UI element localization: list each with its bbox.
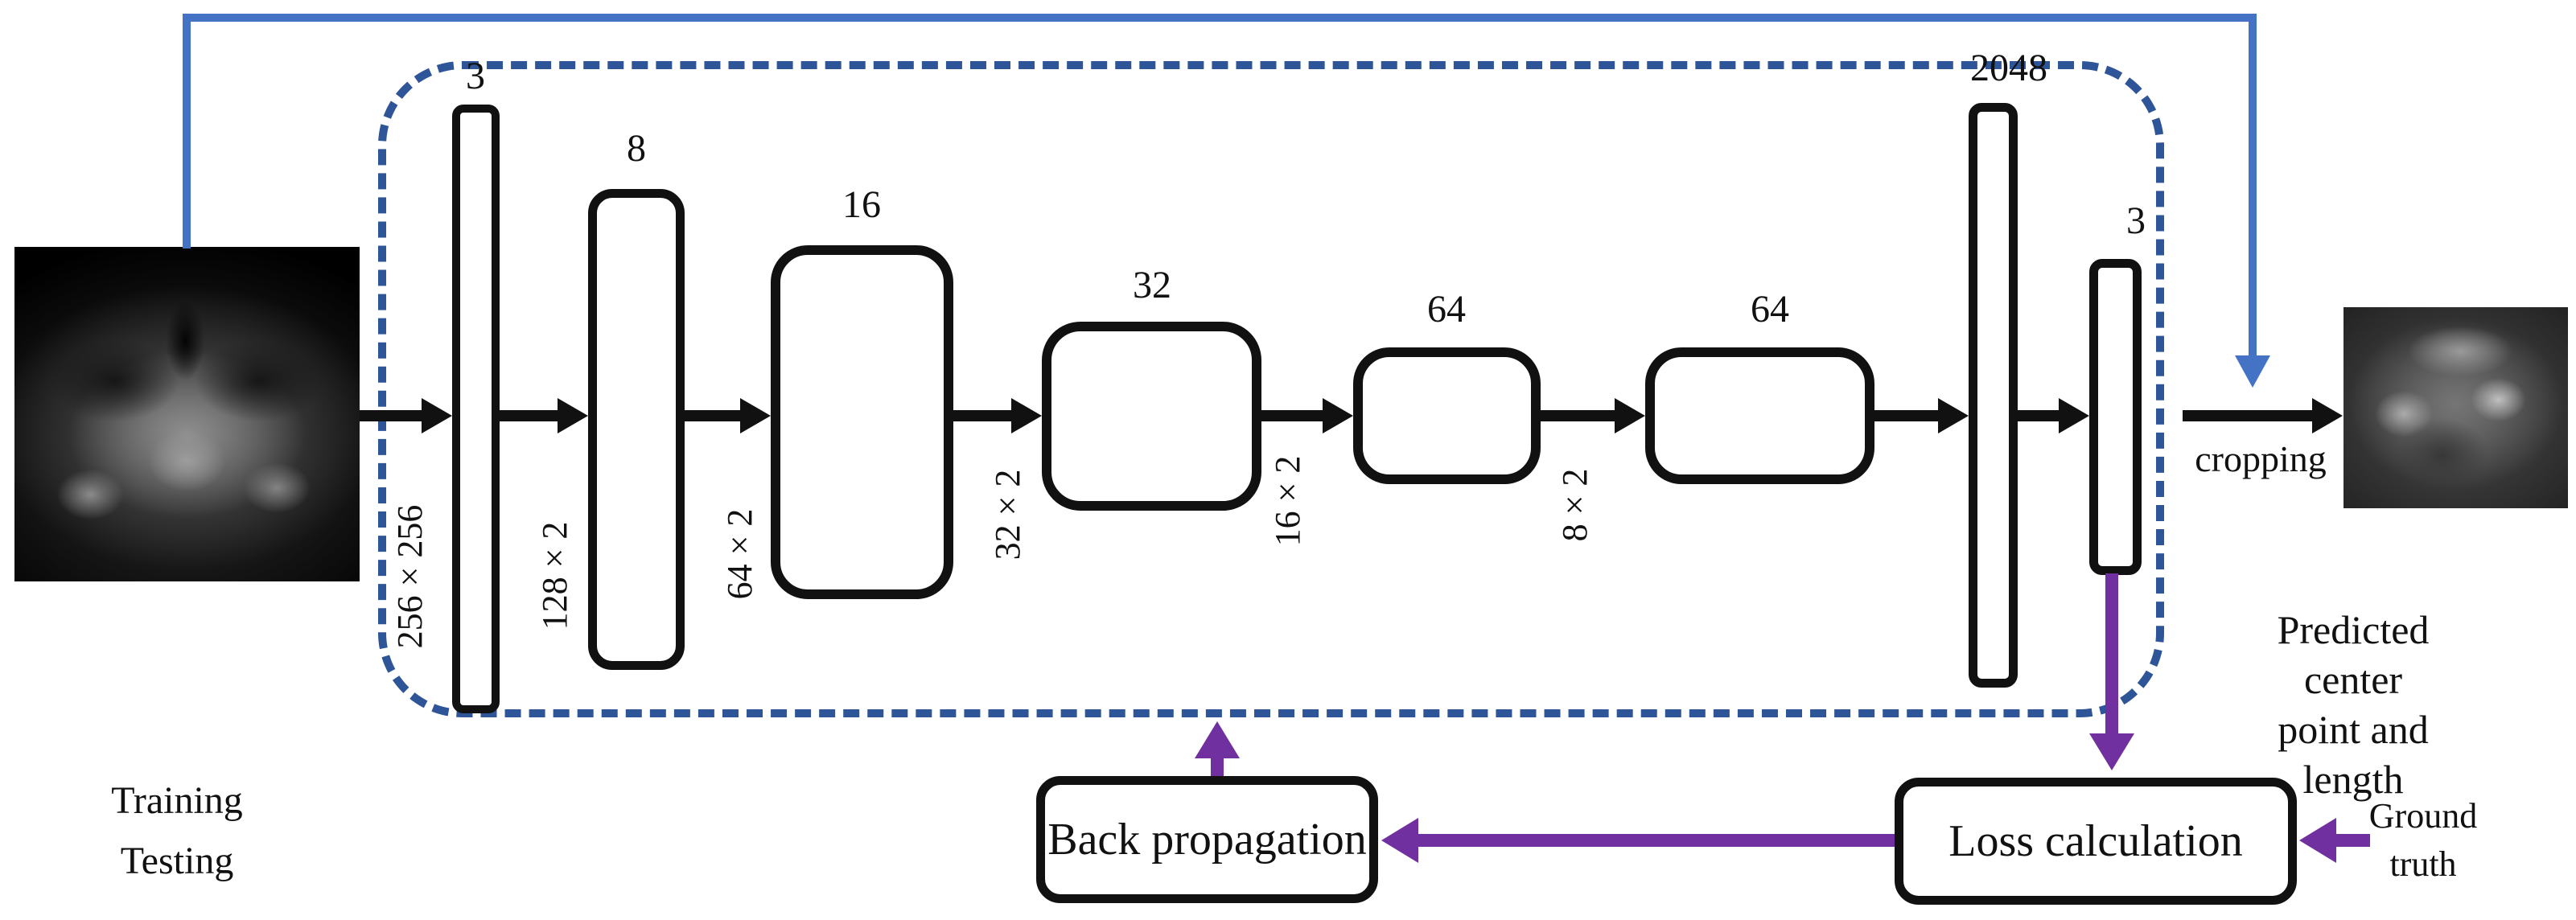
- back-propagation-box: Back propagation: [1036, 776, 1378, 903]
- feature-size-label: 32 × 2: [988, 469, 1027, 561]
- loss-to-backprop-arrowhead-icon: [1381, 818, 1418, 863]
- layer-channels-label: 3: [466, 55, 485, 97]
- layer-channels-label: 64: [1427, 288, 1466, 331]
- flow-arrow: [360, 398, 452, 433]
- input-mri-image: [14, 247, 360, 581]
- flow-arrow: [2018, 398, 2089, 433]
- loss-calculation-box: Loss calculation: [1895, 778, 2297, 905]
- predicted-output-line2: point and length: [2278, 707, 2429, 802]
- network-boundary: [378, 61, 2164, 717]
- conv-layer-box-2: [588, 189, 685, 670]
- layer-channels-label: 32: [1133, 264, 1171, 306]
- back-propagation-label: Back propagation: [1047, 815, 1367, 865]
- feature-size-label: 256 × 256: [390, 504, 430, 649]
- backprop-to-network-arrowhead-icon: [1195, 721, 1240, 758]
- flow-arrow: [953, 398, 1042, 433]
- skip-line-right-segment: [2249, 14, 2257, 356]
- backprop-to-network-arrow: [1211, 758, 1224, 778]
- predicted-output-label: Predicted center point and length: [2242, 605, 2465, 804]
- ground-truth-line2: truth: [2389, 844, 2457, 884]
- conv-layer-box-4: [1042, 322, 1261, 511]
- training-label: Training: [111, 779, 243, 822]
- conv-layer-box-1: [452, 105, 500, 713]
- loss-to-backprop-arrow: [1418, 834, 1895, 847]
- prediction-to-loss-arrow: [2105, 573, 2118, 733]
- flow-arrow: [1541, 398, 1645, 433]
- layer-channels-label: 2048: [1970, 47, 2047, 89]
- conv-layer-box-3: [771, 245, 953, 599]
- groundtruth-to-loss-arrow: [2336, 834, 2370, 847]
- layer-channels-label: 16: [842, 183, 881, 226]
- prediction-to-loss-arrowhead-icon: [2089, 733, 2134, 770]
- feature-size-label: 8 × 2: [1555, 468, 1595, 542]
- flow-arrow: [685, 398, 771, 433]
- cropping-label: cropping: [2195, 438, 2327, 479]
- output-layer-box: [2089, 259, 2142, 575]
- groundtruth-to-loss-arrowhead-icon: [2299, 818, 2336, 863]
- flow-arrow: [1874, 398, 1969, 433]
- cropping-arrow: [2183, 398, 2343, 433]
- predicted-output-line1: Predicted center: [2277, 607, 2430, 702]
- cropped-mri-image: [2344, 307, 2568, 508]
- skip-line-left-segment: [183, 14, 191, 248]
- conv-layer-box-5: [1353, 347, 1541, 484]
- layer-channels-label: 64: [1751, 288, 1789, 331]
- conv-layer-box-6: [1645, 347, 1874, 484]
- layer-channels-label: 3: [2126, 199, 2146, 242]
- ground-truth-label: Ground truth: [2369, 792, 2477, 889]
- skip-line-arrowhead-icon: [2235, 355, 2270, 388]
- feature-size-label: 16 × 2: [1268, 455, 1307, 547]
- feature-size-label: 128 × 2: [535, 521, 574, 630]
- skip-line-top-segment: [183, 14, 2257, 22]
- fc-layer-box: [1969, 103, 2018, 688]
- feature-size-label: 64 × 2: [720, 508, 759, 600]
- layer-channels-label: 8: [627, 127, 646, 170]
- ground-truth-line1: Ground: [2368, 796, 2478, 836]
- testing-label: Testing: [120, 840, 234, 882]
- flow-arrow: [1261, 398, 1353, 433]
- flow-arrow: [500, 398, 588, 433]
- loss-calculation-label: Loss calculation: [1948, 816, 2243, 866]
